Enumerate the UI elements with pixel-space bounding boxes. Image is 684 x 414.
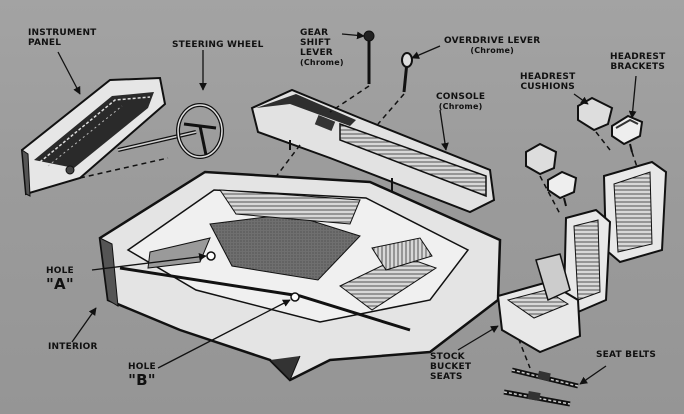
headrest-bracket-parts <box>547 114 644 207</box>
label-interior: INTERIOR <box>48 342 98 352</box>
gear-shift-lever-part <box>363 30 375 84</box>
label-steering-wheel: STEERING WHEEL <box>172 40 264 50</box>
label-instrument-panel: INSTRUMENT PANEL <box>28 28 97 48</box>
seat-belt-parts <box>503 367 579 407</box>
label-headrest-brackets: HEADREST BRACKETS <box>610 52 666 72</box>
interior-tub-part <box>98 170 502 382</box>
label-hole-b: HOLE "B" <box>128 362 156 389</box>
label-hole-a-letter: "A" <box>46 275 74 293</box>
steering-wheel-part <box>117 103 224 159</box>
console-part <box>250 88 496 214</box>
label-console: CONSOLE (Chrome) <box>436 92 486 111</box>
label-hole-a: HOLE "A" <box>46 266 74 293</box>
label-bucket-seats: STOCK BUCKET SEATS <box>430 352 472 382</box>
label-overdrive-finish: (Chrome) <box>470 46 515 55</box>
leader-lines <box>57 31 637 385</box>
label-headrest-cushions: HEADREST CUSHIONS <box>520 72 576 92</box>
label-gear-shift-finish: (Chrome) <box>300 58 344 67</box>
headrest-cushion-parts <box>525 96 614 176</box>
label-gear-shift-lever: GEAR SHIFT LEVER (Chrome) <box>300 28 344 67</box>
label-seat-belts: SEAT BELTS <box>596 350 657 360</box>
instrument-panel-part <box>20 76 167 197</box>
overdrive-lever-part <box>401 52 413 93</box>
label-console-finish: (Chrome) <box>438 102 483 111</box>
label-overdrive-lever: OVERDRIVE LEVER (Chrome) <box>444 36 541 55</box>
label-hole-b-letter: "B" <box>128 371 156 389</box>
bucket-seat-parts <box>496 160 668 354</box>
